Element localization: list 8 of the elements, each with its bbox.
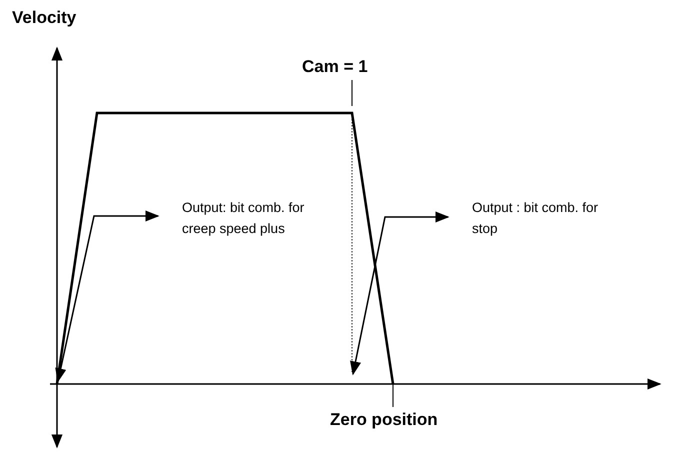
cam-label: Cam = 1: [302, 57, 368, 77]
zero-position-label: Zero position: [330, 410, 438, 430]
output-note: Output: bit comb. for creep speed plus: [182, 197, 332, 239]
arrow: [55, 210, 160, 382]
axis-label: Velocity: [12, 8, 76, 28]
arrow: [350, 211, 450, 376]
output-note: Output : bit comb. for stop: [472, 197, 622, 239]
leader-line: [392, 384, 394, 408]
